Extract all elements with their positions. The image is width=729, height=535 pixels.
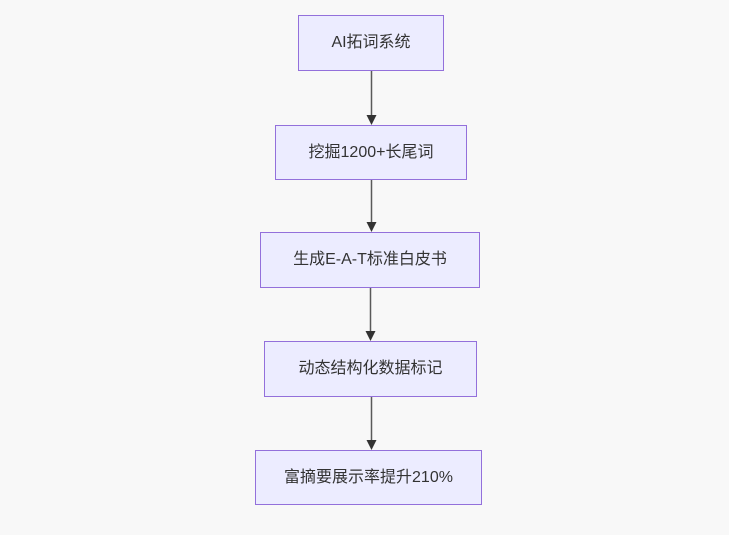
flowchart-node-2: 挖掘1200+长尾词	[275, 125, 467, 180]
node-label: AI拓词系统	[331, 34, 411, 52]
flowchart-node-3: 生成E-A-T标准白皮书	[260, 232, 480, 288]
node-label: 生成E-A-T标准白皮书	[293, 251, 447, 269]
node-label: 动态结构化数据标记	[298, 360, 443, 378]
flowchart-node-5: 富摘要展示率提升210%	[255, 450, 482, 505]
flowchart-node-4: 动态结构化数据标记	[264, 341, 477, 397]
flow-arrowhead-icon	[366, 115, 377, 125]
flow-arrowhead-icon	[366, 440, 377, 450]
node-label: 挖掘1200+长尾词	[308, 143, 434, 161]
flow-arrowhead-icon	[365, 331, 376, 341]
flow-arrowhead-icon	[366, 222, 377, 232]
node-label: 富摘要展示率提升210%	[284, 468, 453, 486]
flowchart-node-1: AI拓词系统	[298, 15, 444, 71]
